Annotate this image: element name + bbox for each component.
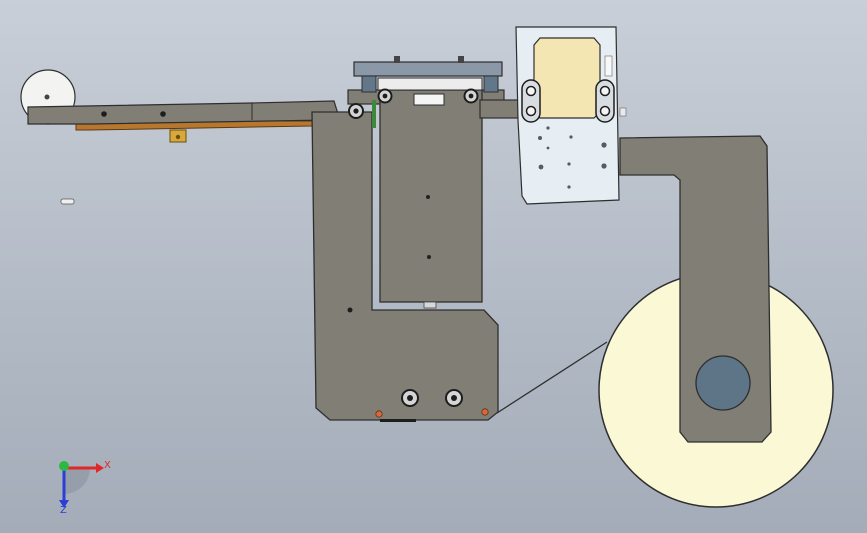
plate-tab xyxy=(604,55,613,77)
sensor-module xyxy=(533,37,601,119)
top-post-left xyxy=(361,75,377,93)
axis-triad: X Z xyxy=(59,460,111,516)
belt-line xyxy=(496,341,608,414)
top-block-insert xyxy=(377,77,483,91)
frame-bolt xyxy=(401,389,419,407)
slot-screw xyxy=(599,105,611,117)
rail-bolt xyxy=(160,111,166,117)
slider-window xyxy=(413,93,445,106)
plate-holes xyxy=(538,126,607,189)
slot-screw xyxy=(525,85,537,97)
top-screw xyxy=(458,56,464,63)
plate-clip xyxy=(619,107,627,117)
green-shim xyxy=(372,100,376,128)
orange-screw xyxy=(481,408,489,416)
slider-plate[interactable] xyxy=(379,89,483,309)
orange-screw xyxy=(375,410,383,418)
rail-bolt xyxy=(101,111,107,117)
loose-pin xyxy=(60,198,75,205)
brass-hole xyxy=(175,134,181,140)
z-axis-arrow xyxy=(59,500,69,508)
slot-screw xyxy=(599,85,611,97)
triad-shadow xyxy=(64,468,90,494)
bracket-bolt xyxy=(377,88,393,104)
top-post-right xyxy=(483,75,499,93)
top-screw xyxy=(394,56,400,63)
frame-hole xyxy=(347,307,353,313)
bracket-bolt xyxy=(463,88,479,104)
z-axis-label: Z xyxy=(60,505,67,516)
frame-body xyxy=(311,111,499,421)
frame-foot xyxy=(380,419,416,422)
y-axis-dot xyxy=(59,461,69,471)
x-axis-arrow xyxy=(96,463,104,473)
main-frame[interactable] xyxy=(311,111,499,422)
top-block[interactable] xyxy=(353,56,503,93)
slider-hole xyxy=(426,195,430,199)
frame-bolt xyxy=(445,389,463,407)
connector-bar xyxy=(479,99,521,119)
slot-screw xyxy=(525,105,537,117)
x-axis-label: X xyxy=(104,460,111,471)
slider-stop xyxy=(423,301,437,309)
slider-plate-body xyxy=(379,89,483,303)
swing-arm[interactable] xyxy=(619,135,772,443)
roller-axle xyxy=(44,94,50,100)
bracket-bolt xyxy=(348,103,364,119)
top-block-cap xyxy=(353,61,503,77)
slider-hole xyxy=(427,255,431,259)
wheel-hub xyxy=(695,355,751,411)
sensor-plate[interactable] xyxy=(515,26,627,205)
